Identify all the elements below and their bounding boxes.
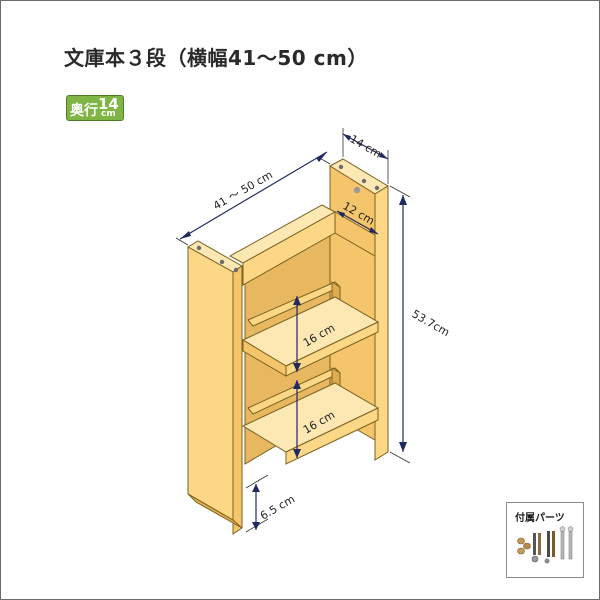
included-parts-label: 付属パーツ [515, 513, 565, 524]
screw-hole [219, 259, 225, 265]
screw-icon [538, 533, 541, 555]
wood-dowel-icon [517, 547, 525, 555]
left-panel-face [187, 246, 234, 521]
connector-icon [568, 528, 573, 560]
middle-shelf-edge [285, 321, 379, 377]
connector-icon [560, 528, 565, 560]
screw-hole-front [353, 186, 361, 194]
cam-lock-icon [544, 558, 550, 564]
bottom-shelf-edge [285, 407, 379, 465]
bottom-gap-label: 6.5 cm [258, 492, 297, 522]
width-label: 41 ～ 50 cm [211, 168, 275, 212]
depth-label: 14 cm [348, 132, 384, 160]
height-label: 53.7cm [410, 307, 452, 339]
wood-dowel-icon [517, 537, 525, 545]
connector-head-icon [559, 526, 566, 532]
depth-badge-value: 14 [98, 95, 119, 113]
page-title: 文庫本３段（横幅41～50 cm） [64, 46, 368, 70]
connector-head-icon [567, 526, 574, 532]
depth-badge-unit: cm [101, 109, 116, 119]
wood-dowel-icon [523, 542, 531, 550]
top-shelf-inner [334, 211, 376, 257]
hardware-icons [517, 526, 574, 564]
screw-holes [196, 164, 380, 273]
screw-hole [374, 185, 380, 191]
screw-hole [361, 178, 367, 184]
bolt-icon [547, 531, 550, 557]
depth-badge: 奥行 14 cm [66, 95, 124, 121]
included-parts-box: 付属パーツ [506, 502, 584, 578]
screw-hole [233, 267, 239, 273]
left-panel-front [232, 265, 243, 535]
screw-hole [196, 245, 202, 251]
height-dimension: 53.7cm [389, 185, 452, 464]
right-panel-front [374, 185, 389, 461]
bolt-icon [552, 531, 555, 557]
depth-badge-label: 奥行 [70, 103, 98, 119]
bottom-gap-dimension: 6.5 cm [245, 474, 297, 533]
screw-hole [338, 164, 344, 170]
screw-icon [533, 533, 536, 555]
width-dimension-line [179, 151, 328, 240]
nut-icon [531, 555, 539, 563]
left-panel-bottom [187, 493, 243, 529]
